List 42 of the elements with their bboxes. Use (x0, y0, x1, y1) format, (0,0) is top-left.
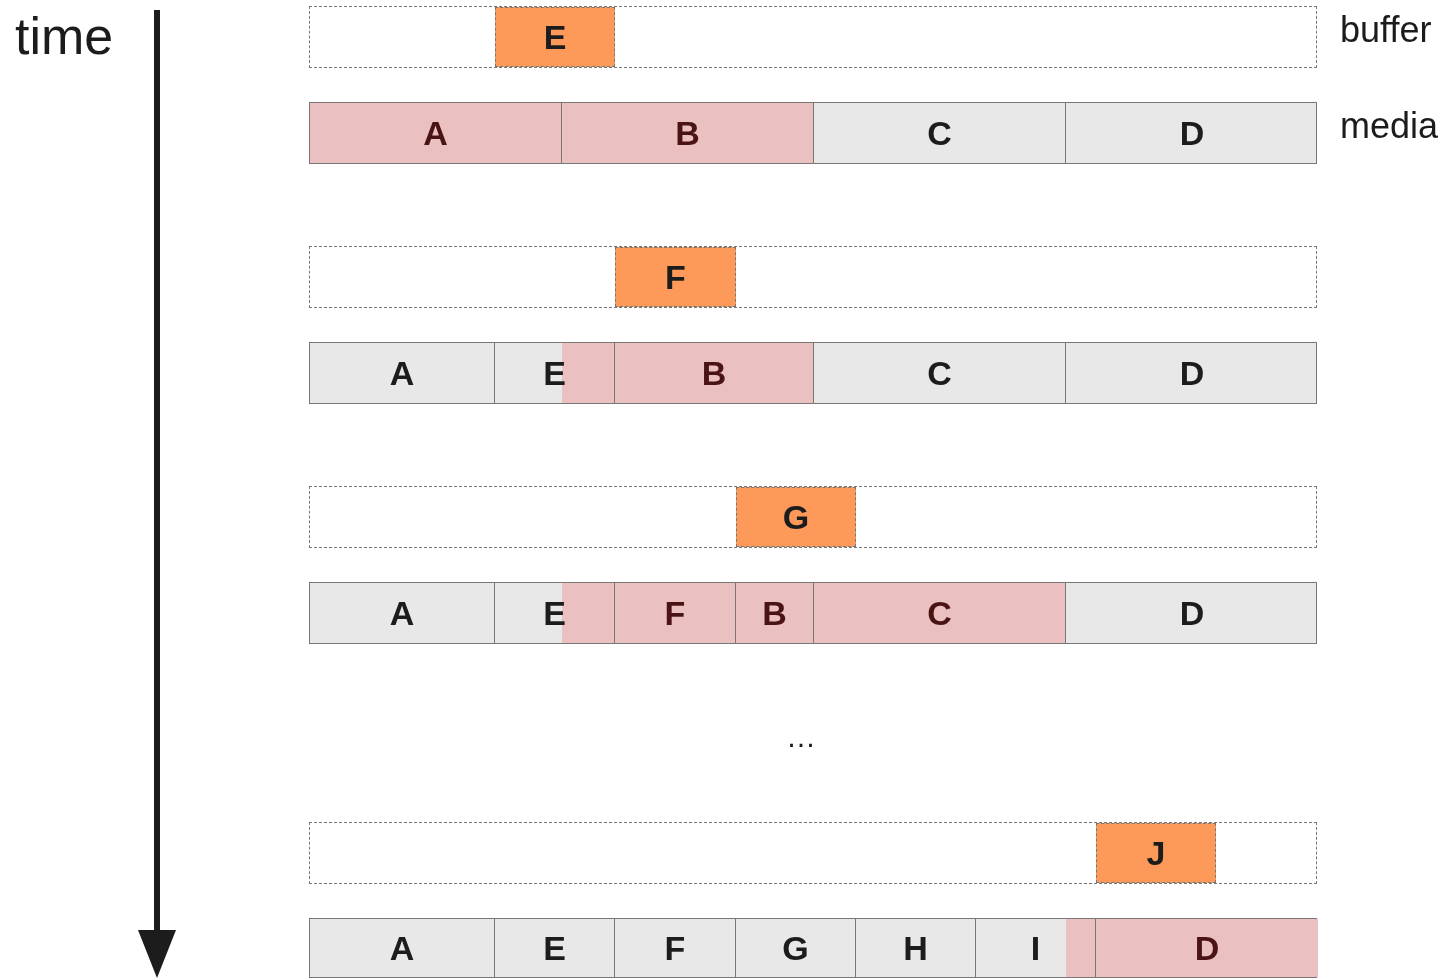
segment-label: F (665, 260, 686, 294)
buffer-track (309, 6, 1317, 68)
segment-label: E (543, 20, 567, 54)
segment-label: I (1030, 931, 1041, 965)
media-track (309, 102, 1317, 164)
segment-label: B (762, 596, 787, 630)
segment-label: H (903, 931, 928, 965)
time-label: time (15, 10, 114, 62)
buffer-segment (1096, 823, 1216, 883)
segment-label: F (664, 931, 686, 965)
segment-label: D (1179, 116, 1205, 150)
segment-label: A (389, 356, 415, 390)
segment-label: A (423, 116, 448, 150)
segment-label: F (664, 596, 686, 630)
buffer-segment (495, 7, 615, 67)
segment-label: B (675, 116, 700, 150)
segment-label: D (1194, 931, 1220, 965)
buffer-track (309, 246, 1317, 308)
segment-label: D (1179, 596, 1205, 630)
buffer-track (309, 486, 1317, 548)
track-label: buffer (1340, 12, 1432, 48)
track-label: media (1340, 108, 1439, 144)
segment-label: G (782, 931, 809, 965)
segment-label: C (927, 116, 952, 150)
segment-label: J (1146, 836, 1166, 870)
segment-label: A (389, 596, 415, 630)
media-track (309, 918, 1317, 978)
segment-label: A (389, 931, 415, 965)
segment-label: E (543, 931, 566, 965)
buffer-track (309, 822, 1317, 884)
buffer-segment (736, 487, 856, 547)
segment-label: E (543, 596, 566, 630)
segment-label: G (782, 500, 810, 534)
segment-label: B (701, 356, 727, 390)
media-track (309, 582, 1317, 644)
ellipsis: … (786, 722, 818, 752)
buffer-segment (615, 247, 736, 307)
segment-label: E (543, 356, 566, 390)
segment-label: C (927, 596, 952, 630)
segment-label: D (1179, 356, 1205, 390)
media-track (309, 342, 1317, 404)
segment-label: C (927, 356, 952, 390)
